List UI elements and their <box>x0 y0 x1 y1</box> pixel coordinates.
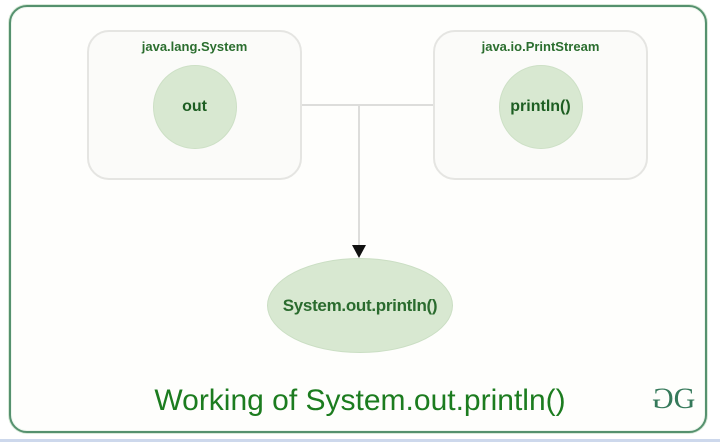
arrowhead-icon <box>352 245 366 258</box>
logo-right-glyph: G <box>673 382 696 415</box>
geeksforgeeks-logo-icon: GG <box>654 382 696 415</box>
logo-left-glyph: G <box>654 382 674 415</box>
class-box-system: java.lang.System out <box>87 30 302 180</box>
diagram-title: Working of System.out.println() <box>154 384 566 417</box>
class-box-label: java.io.PrintStream <box>481 39 600 54</box>
connector-horizontal-line <box>302 104 433 106</box>
class-box-printstream: java.io.PrintStream println() <box>433 30 648 180</box>
node-out-label: out <box>182 98 207 115</box>
node-println: println() <box>498 65 583 149</box>
result-node: System.out.println() <box>267 258 453 353</box>
node-println-label: println() <box>510 98 571 115</box>
result-node-label: System.out.println() <box>282 295 438 315</box>
class-box-label: java.lang.System <box>141 39 248 54</box>
node-out: out <box>152 65 237 149</box>
bottom-strip <box>0 439 720 442</box>
connector-vertical-line <box>358 104 360 247</box>
